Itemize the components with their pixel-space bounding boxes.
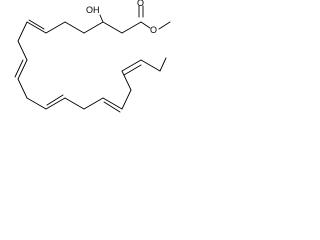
hydroxyl-label: OH [86, 5, 100, 15]
chain-bond [102, 21, 123, 34]
double-bond-inner [28, 19, 45, 30]
chain-bond [83, 97, 104, 110]
double-bond-inner [14, 59, 24, 78]
chain-bond [17, 21, 28, 42]
methyl-bond [158, 21, 171, 30]
chain-bond [121, 89, 132, 110]
chain-bond [17, 40, 28, 61]
chain-bond [26, 97, 47, 110]
lower-chain [26, 57, 167, 113]
double-bond [102, 97, 123, 110]
chain-bond [83, 21, 104, 34]
carbonyl-oxygen-label: O [137, 0, 144, 8]
hydroxyl-bond [99, 14, 104, 23]
structural-formula: O O OH [14, 0, 171, 113]
chain-bond [121, 21, 142, 34]
ester-o-bond [140, 21, 151, 29]
left-chain [14, 21, 28, 99]
double-bond [17, 59, 28, 80]
double-bond [121, 59, 142, 72]
chain-bond [121, 70, 132, 91]
chain-bond [45, 21, 66, 34]
double-bond-inner [46, 94, 64, 106]
double-bond [45, 97, 66, 110]
ester-group [138, 5, 171, 30]
double-bond-inner [103, 101, 121, 113]
upper-chain [26, 14, 142, 34]
chain-bond [159, 57, 167, 72]
chain-bond [64, 21, 85, 34]
chain-bond [64, 97, 85, 110]
double-bond-inner [123, 64, 142, 76]
double-bond [26, 21, 47, 34]
chain-bond [140, 59, 161, 72]
ester-oxygen-label: O [150, 25, 157, 35]
chain-bond [17, 78, 28, 99]
